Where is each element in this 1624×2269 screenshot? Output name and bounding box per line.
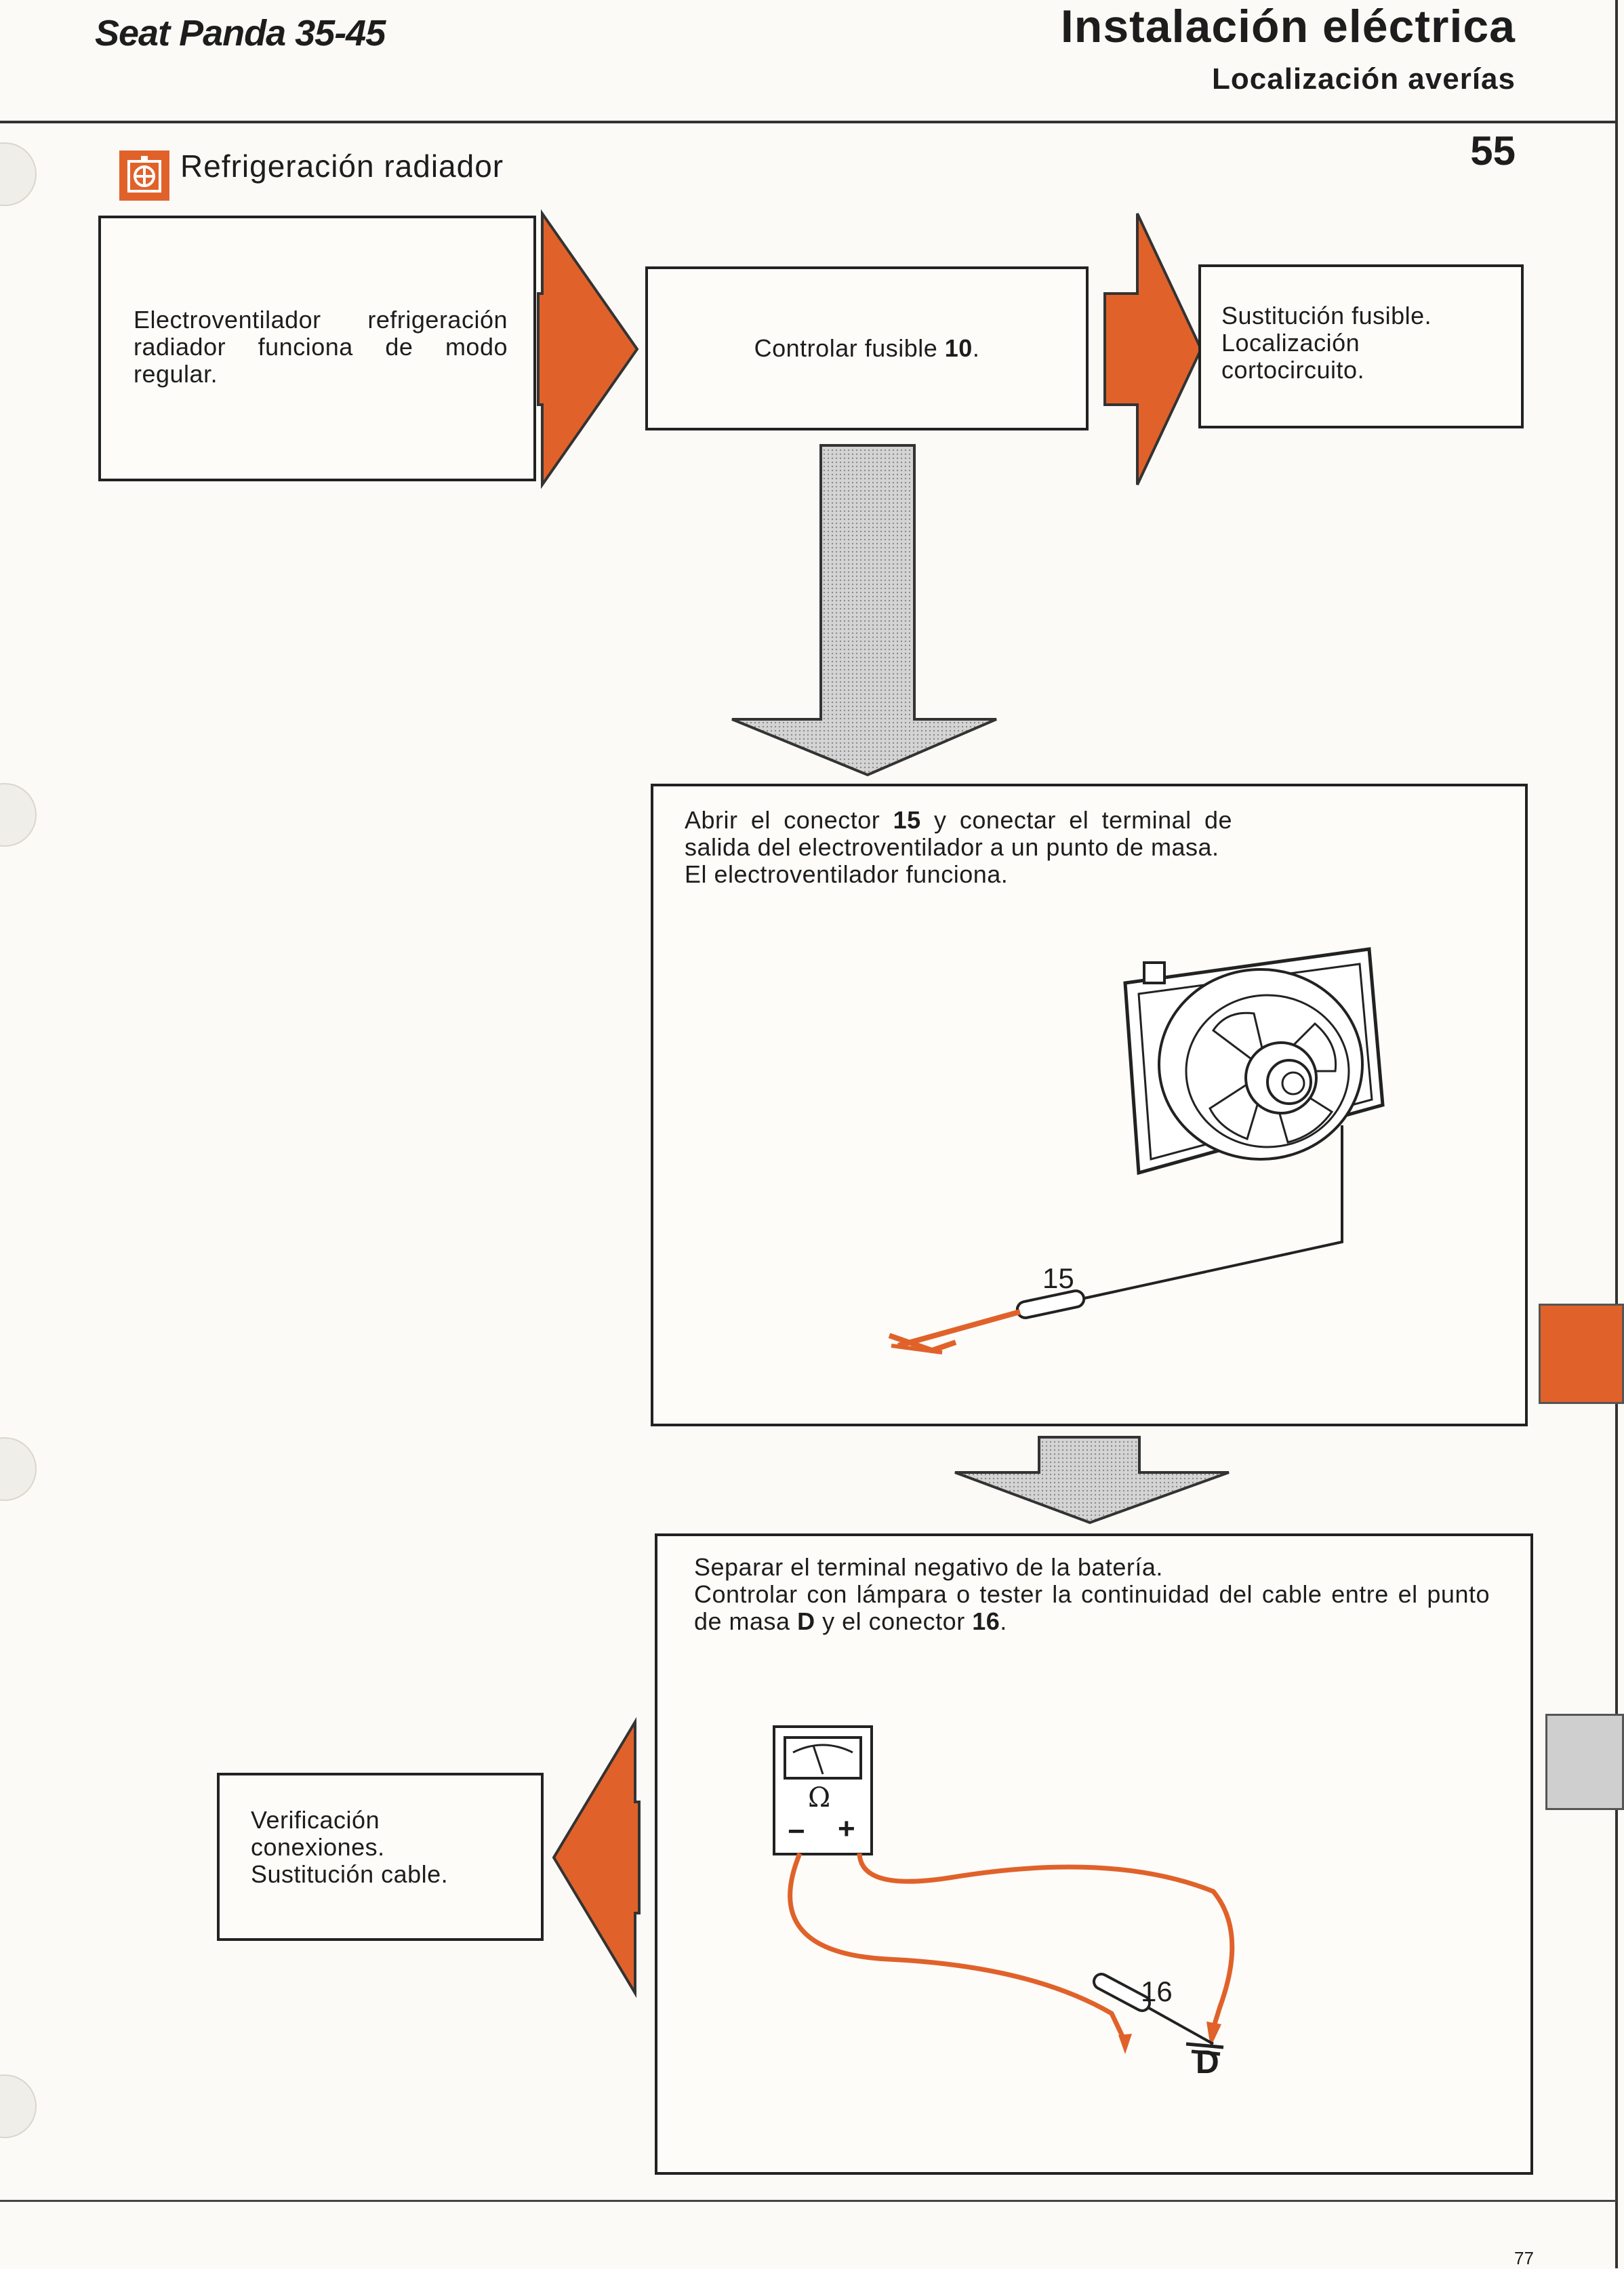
arrow-right-icon bbox=[1103, 213, 1203, 485]
footer-rule bbox=[0, 2200, 1617, 2202]
ground-point-ref: D bbox=[797, 1607, 815, 1635]
step-box-check-connections: Verificación conexiones. Sustitución cab… bbox=[217, 1773, 544, 1941]
section-title: Instalación eléctrica bbox=[1060, 1, 1516, 52]
step-box-replace-fuse: Sustitución fusible. Localización cortoc… bbox=[1198, 264, 1524, 428]
step-text: Controlar con lámpara o tester la contin… bbox=[694, 1580, 1490, 1635]
arrow-right-icon bbox=[537, 209, 639, 489]
binder-hole bbox=[0, 2074, 37, 2138]
step-box-fan-works: Electroventilador refrigeración radiador… bbox=[98, 216, 536, 481]
page-number: 77 bbox=[1514, 2248, 1534, 2268]
radiator-fan-illustration bbox=[1123, 947, 1385, 1241]
connector-16-ref: 16 bbox=[972, 1607, 1000, 1635]
connector-15-illustration bbox=[888, 1234, 1343, 1354]
section-tab-orange bbox=[1539, 1304, 1624, 1404]
step-text: Sustitución cable. bbox=[251, 1860, 449, 1888]
ground-point-label: D bbox=[1196, 2045, 1219, 2081]
step-text: Localización cortocircuito. bbox=[1221, 329, 1365, 384]
tester-leads-illustration bbox=[788, 1852, 1235, 2056]
step-text: Separar el terminal negativo de la bater… bbox=[694, 1553, 1163, 1581]
step-box-check-fuse: Controlar fusible 10. bbox=[645, 266, 1089, 430]
binder-hole bbox=[0, 783, 37, 847]
arrow-down-icon bbox=[954, 1436, 1230, 1525]
minus-terminal: − bbox=[788, 1815, 805, 1848]
subsection-title: Localización averías bbox=[1212, 62, 1516, 96]
header-rule bbox=[0, 121, 1617, 123]
step-text: Abrir el conector 15 y conectar el termi… bbox=[685, 806, 1233, 861]
model-title: Seat Panda 35-45 bbox=[95, 13, 386, 54]
fuse-number: 10 bbox=[944, 334, 973, 362]
step-text: Sustitución fusible. bbox=[1221, 302, 1432, 329]
connector-16-label: 16 bbox=[1141, 1975, 1173, 2007]
section-tab-grey bbox=[1545, 1714, 1624, 1810]
ohmmeter-icon: Ω − + bbox=[773, 1725, 873, 1855]
binder-hole bbox=[0, 1437, 37, 1501]
connector-15-label: 15 bbox=[1042, 1262, 1074, 1294]
topic-title: Refrigeración radiador bbox=[180, 148, 504, 184]
fan-icon bbox=[119, 150, 169, 201]
step-box-ground-test: Abrir el conector 15 y conectar el termi… bbox=[651, 784, 1528, 1426]
step-text: El electroventilador funciona. bbox=[685, 860, 1009, 888]
step-text: Electroventilador refrigeración radiador… bbox=[134, 306, 508, 388]
ohm-symbol: Ω bbox=[808, 1782, 831, 1813]
page-code: 55 bbox=[1470, 128, 1516, 174]
plus-terminal: + bbox=[838, 1812, 855, 1845]
step-text: Verificación conexiones. bbox=[251, 1806, 385, 1861]
arrow-down-icon bbox=[731, 444, 997, 777]
binder-hole bbox=[0, 142, 37, 206]
right-margin-rule bbox=[1615, 0, 1618, 2268]
step-text: Controlar fusible 10. bbox=[754, 334, 980, 362]
arrow-left-icon bbox=[552, 1716, 641, 1999]
connector-15-ref: 15 bbox=[893, 806, 921, 834]
